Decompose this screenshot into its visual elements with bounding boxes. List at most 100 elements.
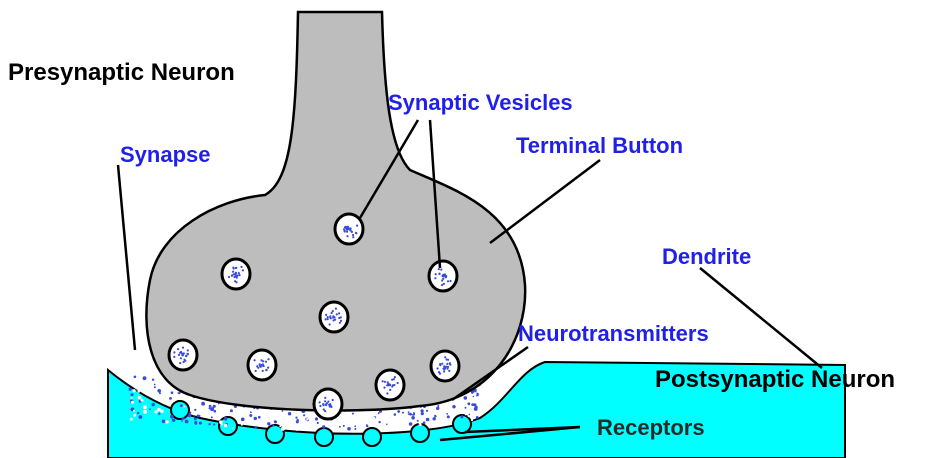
neurotransmitter-dot — [339, 426, 341, 428]
neurotransmitter-dot — [295, 427, 299, 431]
neurotransmitter-dot — [194, 418, 197, 421]
neurotransmitter-dot — [359, 422, 361, 424]
synaptic-vesicle — [429, 261, 457, 291]
neurotransmitter-dot — [464, 396, 468, 400]
neurotransmitter-dot — [131, 393, 134, 396]
neurotransmitter-dot — [304, 422, 308, 426]
neurotransmitter-dot — [152, 404, 154, 406]
neurotransmitter-dot — [187, 398, 189, 400]
neurotransmitter-dot — [152, 379, 154, 381]
neurotransmitter-dot — [465, 407, 467, 409]
neurotransmitter-dot — [297, 419, 299, 421]
neurotransmitter-dot — [446, 413, 448, 415]
neurotransmitter-dot — [262, 420, 264, 422]
neurotransmitter-dot — [301, 423, 304, 426]
neurotransmitter-dot — [295, 417, 297, 419]
neurotransmitter-dot — [133, 389, 136, 392]
neurotransmitter-dot — [352, 413, 354, 415]
neurotransmitter-dot — [341, 413, 343, 415]
receptor — [411, 424, 429, 442]
neurotransmitter-dot — [209, 405, 212, 408]
receptors-label: Receptors — [597, 415, 705, 440]
neurotransmitter-dot — [165, 400, 169, 404]
neurotransmitter-dot — [199, 422, 202, 425]
neurotransmitter-dot — [303, 414, 305, 416]
neurotransmitter-dot — [471, 403, 474, 406]
neurotransmitter-dot — [171, 391, 174, 394]
neurotransmitter-dot — [172, 399, 175, 402]
neurotransmitter-dot — [274, 420, 277, 423]
neurotransmitter-dot — [408, 411, 410, 413]
neurotransmitter-dot — [254, 417, 257, 420]
neurotransmitter-dot — [465, 413, 467, 415]
neurotransmitter-dot — [452, 405, 455, 408]
neurotransmitter-dot — [250, 411, 252, 413]
neurotransmitter-dot — [469, 414, 471, 416]
neurotransmitter-dot — [232, 427, 234, 429]
neurotransmitter-dot — [209, 407, 211, 409]
neurotransmitter-dot — [418, 424, 420, 426]
neurotransmitter-dot — [468, 415, 470, 417]
neurotransmitter-dot — [184, 406, 186, 408]
neurotransmitter-dot — [273, 425, 275, 427]
synaptic-vesicle — [314, 389, 342, 419]
receptor — [315, 428, 333, 446]
neurotransmitter-dot — [129, 388, 132, 391]
neurotransmitter-dot — [194, 421, 197, 424]
neurotransmitter-dot — [354, 428, 356, 430]
neurotransmitter-dot — [160, 379, 164, 383]
neurotransmitter-dot — [366, 425, 368, 427]
neurotransmitter-dot — [421, 409, 424, 412]
neurotransmitter-dot — [157, 389, 161, 393]
neurotransmitter-dot — [224, 424, 227, 427]
neurotransmitter-dot — [426, 410, 428, 412]
neurotransmitter-dot — [230, 409, 233, 412]
neurotransmitter-dot — [249, 414, 252, 417]
neurotransmitter-dot — [210, 407, 214, 411]
neurotransmitter-dot — [360, 425, 364, 429]
neurotransmitter-dot — [132, 383, 134, 385]
neurotransmitter-dot — [201, 402, 205, 406]
neurotransmitter-dot — [208, 423, 210, 425]
neurotransmitter-dot — [154, 386, 156, 388]
neurotransmitter-dot — [157, 408, 160, 411]
neurotransmitter-dot — [378, 421, 380, 423]
neurotransmitter-dot — [136, 390, 138, 392]
neurotransmitter-dot — [180, 404, 183, 407]
neurotransmitter-dot — [347, 427, 351, 431]
neurotransmitter-dot — [141, 399, 144, 402]
neurotransmitter-dot — [305, 427, 307, 429]
neurotransmitter-dot — [241, 418, 245, 422]
neurotransmitter-dot — [471, 419, 473, 421]
neurotransmitter-dot — [138, 396, 142, 400]
neurotransmitter-dot — [156, 381, 158, 383]
neurotransmitter-dot — [169, 388, 171, 390]
neurotransmitter-dot — [130, 418, 133, 421]
neurotransmitter-dot — [409, 422, 413, 426]
neurotransmitter-dot — [322, 425, 325, 428]
neurotransmitter-dot — [476, 416, 479, 419]
synaptic-vesicles-label: Synaptic Vesicles — [388, 90, 573, 115]
neurotransmitter-dot — [214, 410, 217, 413]
neurotransmitter-dot — [258, 416, 261, 419]
neurotransmitter-dot — [426, 418, 430, 422]
postsynaptic-neuron-label: Postsynaptic Neuron — [655, 366, 895, 393]
neurotransmitter-dot — [473, 393, 477, 397]
neurotransmitter-dot — [193, 415, 195, 417]
neurotransmitter-dot — [197, 415, 200, 418]
dendrite-label: Dendrite — [662, 244, 751, 269]
neurotransmitter-dot — [211, 416, 213, 418]
synaptic-vesicle — [335, 214, 363, 244]
neurotransmitters-label: Neurotransmitters — [518, 321, 709, 346]
neurotransmitter-dot — [267, 422, 270, 425]
neurotransmitter-dot — [181, 420, 183, 422]
neurotransmitter-dot — [278, 415, 281, 418]
neurotransmitter-dot — [384, 413, 387, 416]
synaptic-vesicle — [248, 350, 276, 380]
neurotransmitter-dot — [409, 413, 412, 416]
neurotransmitter-dot — [341, 423, 343, 425]
neurotransmitter-dot — [281, 427, 285, 431]
synaptic-vesicle — [320, 302, 348, 332]
neurotransmitter-dot — [372, 417, 376, 421]
